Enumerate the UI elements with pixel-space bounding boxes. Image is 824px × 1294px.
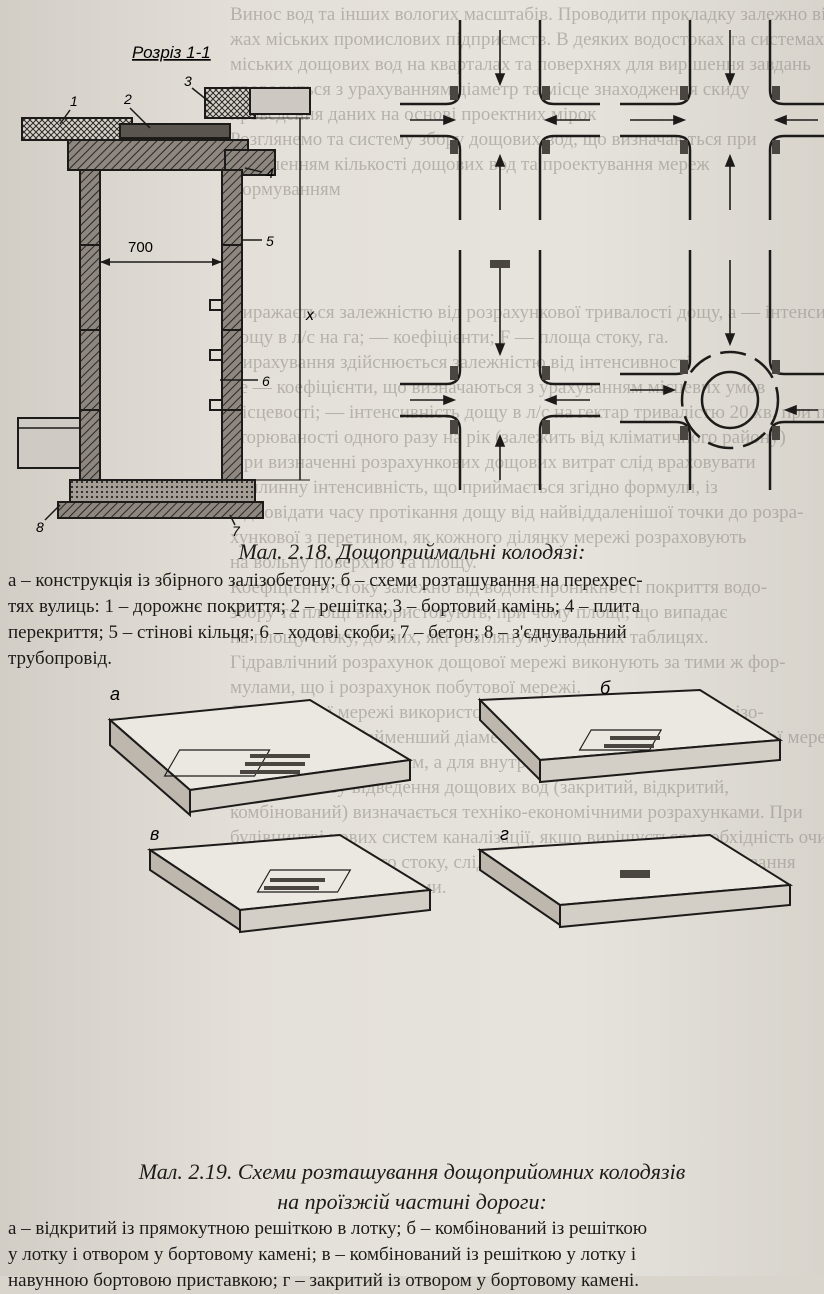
bleed-through-line: жах міських промислових підприємств. В д… (230, 29, 824, 50)
callout-6: 6 (262, 373, 270, 389)
panel-label-a: а (110, 684, 120, 704)
bleed-through-line: за рішенням кількості дощових вод та про… (230, 154, 710, 175)
figure-2-19-sketches: а б в г (107, 680, 794, 934)
section-title: Розріз 1-1 (132, 43, 211, 62)
bleed-through-line: на площу стоку, до лих, які розглянуті у… (230, 627, 709, 648)
dimension-700: 700 (128, 239, 153, 256)
figure-2-18-intersections (400, 20, 824, 490)
callout-3: 3 (184, 73, 192, 89)
bleed-through-line: проведення даних на основі проектних мір… (230, 104, 597, 125)
bleed-through-line: Винос вод та інших вологих масштабів. Пр… (230, 4, 824, 25)
panel-label-g: г (500, 824, 509, 844)
figure-2-19-caption-line2: на проїзжій частині дороги: (277, 1189, 547, 1214)
callout-2: 2 (123, 91, 132, 107)
callout-8: 8 (36, 519, 44, 535)
figure-2-18-caption: Мал. 2.18. Дощоприймальні колодязі: (238, 539, 586, 564)
bleed-through-line: збору та площі використовують, при чому … (230, 602, 728, 623)
callout-1: 1 (70, 93, 78, 109)
legend-line: трубопровід. (8, 648, 113, 669)
legend-line: тях вулиць: 1 – дорожнє покриття; 2 – ре… (8, 596, 641, 617)
figure-2-19-legend: а – відкритий із прямокутною решіткою в … (8, 1216, 818, 1294)
bleed-through-line: Коефіцієнти стоку залежно від водонепрон… (230, 577, 768, 598)
bleed-through-line: де — коефіцієнти, що визначаються з урах… (230, 377, 766, 398)
panel-label-v: в (150, 824, 159, 844)
bleed-through-line: вторюваності одного разу на рік (залежит… (230, 427, 786, 448)
bleed-through-line: дощу в л/с на га; — коефіцієнти; F — пло… (230, 327, 669, 348)
dimension-height: x (305, 307, 315, 324)
callout-7: 7 (232, 523, 241, 539)
bleed-through-line: проводиться з урахуванням діаметр та міс… (230, 79, 750, 100)
legend-line: а – конструкція із збірного залізобетону… (8, 570, 643, 591)
legend-line: у лотку і отвором у бортовому камені; в … (8, 1244, 637, 1265)
bleed-through-line: При визначенні розрахункових дощових вит… (230, 452, 756, 473)
bleed-through-line: формуванням (230, 179, 341, 200)
bleed-through-line: міських дощових вод на кварталах та пове… (230, 54, 811, 75)
legend-line: навунною бортовою приставкою; г – закрит… (8, 1270, 640, 1291)
bleed-through-line: Виражається залежністю від розрахункової… (230, 302, 824, 323)
bleed-through-line: комбінований) визначається техніко-еконо… (230, 802, 803, 823)
legend-line: а – відкритий із прямокутною решіткою в … (8, 1218, 648, 1239)
figure-2-18-section: Розріз 1-1 700 x 1 2 3 4 5 6 8 7 (17, 43, 315, 539)
bleed-through-line: відповідати часу протікання дощу від най… (230, 502, 804, 523)
bleed-through-line: мулами, що і розрахунок побутової мережі… (230, 677, 582, 698)
panel-label-b: б (600, 680, 611, 698)
bleed-through-line: Гідравлічний розрахунок дощової мережі в… (230, 652, 786, 673)
figure-2-19-caption-line1: Мал. 2.19. Схеми розташування дощоприйом… (138, 1159, 686, 1184)
bleed-through-line: місцевості; — інтенсивність дощу в л/с н… (230, 402, 824, 423)
callout-5: 5 (266, 233, 274, 249)
bleed-through-line: хункової з перетином, як кожного ділянку… (230, 527, 747, 548)
figure-2-18-legend: а – конструкція із збірного залізобетону… (8, 568, 818, 672)
bleed-through-line: на вольну поверхню та площу. (230, 552, 477, 573)
legend-line: перекриття; 5 – стінові кільця; 6 – ходо… (8, 622, 627, 643)
callout-4: 4 (266, 165, 274, 181)
bleed-through-line: хвилинну інтенсивність, що приймається з… (230, 477, 718, 498)
bleed-through-line: Розглянемо та систему збору дощових вод,… (230, 129, 757, 150)
